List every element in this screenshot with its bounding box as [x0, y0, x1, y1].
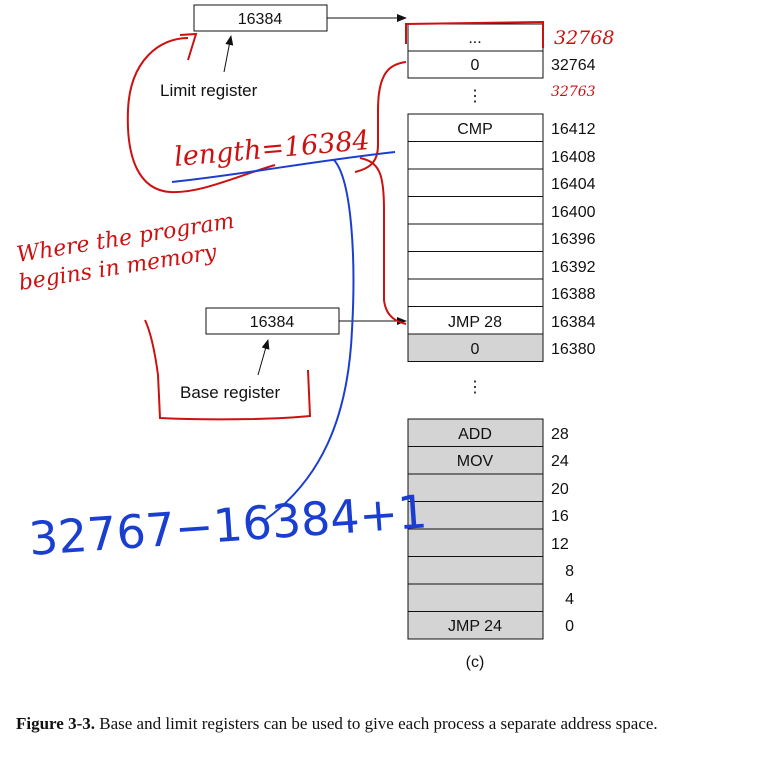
- cell-content: JMP 24: [448, 618, 502, 635]
- annotation-formula: 32767−16384+1: [27, 484, 429, 566]
- memory-cell-shaded: [407, 583, 544, 612]
- lower-memory-block: ADD 28 MOV 24 20 16 12 8 4 JMP 24 0: [407, 418, 574, 640]
- memory-cell-shaded: [407, 501, 544, 530]
- caption-label: Figure 3-3.: [16, 714, 96, 733]
- cell-address: 16392: [551, 259, 596, 276]
- cell-content: 0: [471, 57, 480, 74]
- upper-memory-block: ... 0 32764: [407, 23, 596, 79]
- cell-content: CMP: [457, 121, 493, 138]
- cell-address: 16412: [551, 121, 596, 138]
- base-register-label: Base register: [180, 383, 280, 402]
- red-highlight-box: [405, 20, 544, 48]
- cell-address: 32764: [551, 57, 596, 74]
- cell-address: 16: [551, 508, 569, 525]
- cell-content: MOV: [457, 453, 494, 470]
- limit-register-value: 16384: [238, 11, 283, 28]
- red-pointer-mark: [179, 32, 198, 61]
- memory-cell-shaded: [407, 473, 544, 502]
- memory-cell: [407, 50, 544, 79]
- cell-address: 8: [565, 563, 574, 580]
- annotation-32768: 32768: [554, 27, 614, 49]
- cell-address: 16396: [551, 231, 596, 248]
- red-bracket-left: [126, 37, 276, 194]
- memory-cell: [407, 168, 544, 197]
- program-memory-block: CMP 16412 16408 16404 16400 16396 16392 …: [407, 113, 596, 362]
- cell-address: 16384: [551, 314, 596, 331]
- cell-address: 12: [551, 536, 569, 553]
- memory-cell: [407, 141, 544, 170]
- memory-cell: [407, 278, 544, 307]
- base-register-value: 16384: [250, 314, 295, 331]
- subfigure-label: (c): [466, 654, 485, 671]
- memory-cell-shaded: [407, 528, 544, 557]
- base-label-pointer: [257, 339, 270, 376]
- memory-cell-shaded: [407, 418, 544, 447]
- cell-address: 16400: [551, 204, 596, 221]
- limit-label-pointer: [223, 35, 234, 73]
- memory-cell: [407, 23, 544, 52]
- limit-register-box: [193, 4, 328, 32]
- cell-content: 0: [471, 341, 480, 358]
- figure-caption: Figure 3-3. Base and limit registers can…: [16, 713, 756, 734]
- cell-content: ADD: [458, 426, 492, 443]
- cell-address: 0: [565, 618, 574, 635]
- caption-text: Base and limit registers can be used to …: [99, 714, 658, 733]
- base-register-box: [205, 307, 340, 335]
- ellipsis-1: ⋮: [467, 88, 483, 105]
- annotation-32763: 32763: [551, 84, 596, 100]
- blue-connector: [264, 159, 355, 521]
- blue-underline: [171, 151, 396, 183]
- cell-address: 28: [551, 426, 569, 443]
- red-bracket-top: [354, 61, 407, 173]
- memory-cell-shaded: [407, 333, 544, 362]
- memory-cell: [407, 113, 544, 142]
- cell-address: 24: [551, 453, 569, 470]
- memory-cell: [407, 251, 544, 280]
- cell-address: 16380: [551, 341, 596, 358]
- memory-cell: [407, 306, 544, 335]
- cell-address: 16404: [551, 176, 596, 193]
- red-bracket-base: [144, 319, 312, 421]
- memory-cell-shaded: [407, 611, 544, 640]
- memory-cell: [407, 196, 544, 225]
- cell-content: JMP 28: [448, 314, 502, 331]
- cell-address: 16408: [551, 149, 596, 166]
- red-bracket-right: [359, 157, 407, 325]
- ellipsis-2: ⋮: [467, 379, 483, 396]
- cell-address: 20: [551, 481, 569, 498]
- cell-content: ...: [468, 30, 481, 47]
- cell-address: 16388: [551, 286, 596, 303]
- cell-address: 4: [565, 591, 574, 608]
- memory-cell: [407, 223, 544, 252]
- limit-register-label: Limit register: [160, 81, 258, 100]
- memory-cell-shaded: [407, 556, 544, 585]
